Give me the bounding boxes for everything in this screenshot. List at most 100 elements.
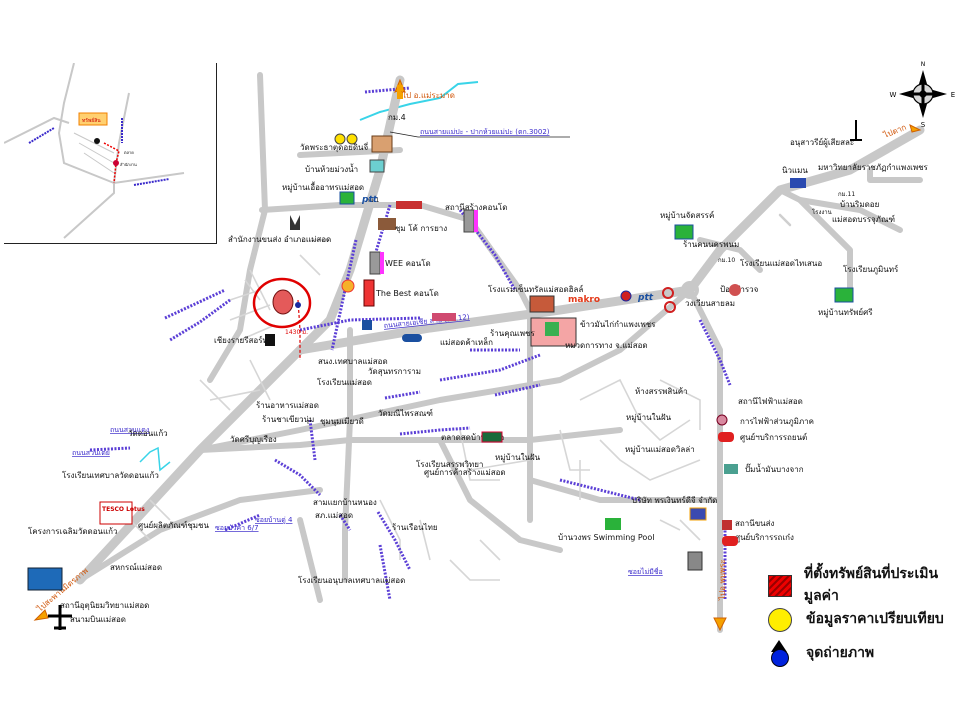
shop-icon	[620, 290, 632, 302]
map-legend: ที่ตั้งทรัพย์สินที่ประเมินมูลค่า ข้อมูลร…	[768, 566, 960, 670]
town-hall-label: สนง.เทศบาลแม่สอด	[318, 357, 388, 366]
km4-label: กม.4	[388, 113, 406, 122]
toyota-icon	[662, 287, 674, 299]
inset-map: ทรัพย์สิน สำนักงาน ตลาด	[3, 57, 217, 244]
condo-construction-label: สถานีสร้างคอนโด	[445, 202, 507, 212]
roundabout-icon	[681, 281, 699, 299]
ptt-logo: ptt	[361, 195, 378, 205]
car-center-label: ศูนย์ฯบริการรถยนต์	[740, 432, 807, 443]
tesco-lotus-icon	[99, 501, 133, 525]
inset-route	[103, 142, 120, 184]
river	[359, 81, 479, 121]
airplane-icon	[48, 605, 72, 630]
nakhon-phanom-shop-label: ร้านคนนครพนม	[683, 240, 739, 249]
temple-icon	[371, 135, 393, 153]
met-station-label: สถานีอุตุนิยมวิทยาแม่สอด	[60, 601, 149, 610]
car-icon	[722, 536, 738, 546]
legend-item-property: ที่ตั้งทรัพย์สินที่ประเมินมูลค่า	[768, 566, 960, 604]
truck-icon	[790, 178, 806, 188]
to-phop-phra-label: ไปอ.พบพระ	[718, 559, 727, 601]
school-mae-sot-label: โรงเรียนแม่สอด	[317, 377, 372, 387]
comparable-point-icon	[346, 133, 358, 145]
property-location[interactable]: 1430 ม.	[252, 277, 312, 360]
phumin-school-label: โรงเรียนภูมินทร์	[843, 264, 899, 275]
transport-office-label: สำนักงานขนส่ง อำเภอแม่สอด	[228, 235, 331, 244]
myawaddy-label: ชุมนุมเมียวดี	[320, 417, 364, 426]
municipal-school-label: โรงเรียนเทศบาลวัดดอนแก้ว	[62, 470, 159, 480]
ban-mae-tao-label: บ้านห้วยม่วงน้ำ	[305, 163, 358, 174]
shopping-center-label: ศูนย์การค้าสร้างแม่สอด	[424, 467, 506, 478]
distance-label: 1430 ม.	[285, 329, 308, 336]
tesco-label: TESCO Lotus	[102, 506, 145, 513]
khao-man-kai-label: ข้าวมันไก่กำแพงเพชร	[580, 320, 656, 329]
north-road-label: ถนนสายแม่ปะ - ปากห้วยแม่ปะ (ตก.3002)	[420, 128, 550, 136]
legend-label: ข้อมูลราคาเปรียบเทียบ	[806, 611, 944, 627]
bus-icon	[396, 201, 422, 209]
inset-marker	[113, 160, 119, 166]
sam-yaek-label: สามแยกบ้านหนอง	[313, 498, 377, 507]
building-icon-accent	[474, 210, 478, 232]
camera-point-icon	[295, 302, 301, 308]
arrow-north-shaft	[397, 85, 403, 99]
monument-icon	[850, 120, 862, 141]
building-icon	[463, 209, 475, 233]
soi-4-label: ถนนสวนแดง	[110, 426, 149, 434]
office-icon	[378, 218, 396, 230]
inset-svg: ทรัพย์สิน สำนักงาน ตลาด	[3, 57, 185, 239]
warehouse-icon	[724, 464, 738, 474]
wee-condo-label: WEE คอนโด	[385, 258, 431, 268]
makro-logo: makro	[568, 295, 600, 305]
wat-mani-label: วัดมณีไพรสณฑ์	[378, 408, 433, 418]
newman-label: นิวแมน	[782, 166, 808, 175]
chiangrai-resort-label: เชียงรายรีสอร์ท	[214, 335, 268, 345]
wat-phra-that-label: วัดพระธาตุดอยดินจี่	[300, 141, 368, 152]
hotel-icon	[529, 295, 555, 313]
pea-icon	[716, 414, 728, 426]
village-sap-si-label: หมู่บ้านทรัพย์ศรี	[818, 307, 873, 318]
km1-label: กม.1	[366, 197, 379, 204]
ban-rim-doi-label: บ้านริมดอย	[840, 200, 879, 209]
arrow-south-icon	[713, 617, 727, 632]
inset-label: สำนักงาน	[120, 162, 137, 167]
km11-label: กม.11	[838, 191, 855, 198]
cho-kan-label: ชุม โค้ การยาง	[395, 223, 447, 233]
inset-property-marker	[94, 138, 100, 144]
village-icon	[834, 287, 854, 303]
soi-3-label: ซอยไม่มีชื่อ	[628, 567, 663, 576]
mae-sot-school-label: โรงเรียนแม่สอดไทเสนอ	[740, 258, 822, 268]
yellow-circle-icon	[768, 605, 796, 633]
lotus-logo-icon	[545, 322, 559, 336]
tesco-icon	[481, 431, 503, 443]
wat-sri-label: วัดศรีบุญเรือง	[230, 435, 277, 444]
legend-label: ที่ตั้งทรัพย์สินที่ประเมินมูลค่า	[803, 566, 939, 604]
monument-label: อนุสาวรีย์ผู้เสียสละ	[790, 137, 854, 148]
police-station-label: สภ.แม่สอด	[315, 511, 353, 520]
arrow-ne-icon	[909, 124, 922, 133]
bus-station-icon	[722, 520, 732, 530]
route-dashed	[297, 299, 301, 360]
compass-rose: N S W E	[890, 61, 956, 129]
compass-s-label: S	[921, 121, 926, 129]
shop-icon	[369, 159, 385, 173]
factory-label: โรงงาน	[812, 208, 832, 216]
wat-don-kaeo-label: วัดดอนแก้ว	[128, 429, 168, 438]
bus-station-label: สถานีขนส่ง	[735, 519, 775, 528]
pea-label: การไฟฟ้าส่วนภูมิภาค	[740, 417, 814, 427]
university-label: มหาวิทยาลัยราชภัฏกำแพงเพชร	[818, 163, 929, 172]
mae-sot-villa-label: หมู่บ้านแม่สอดวิลล่า	[625, 445, 695, 455]
compass-n-label: N	[921, 61, 926, 68]
roundabout-label: วงเวียนสายลม	[685, 299, 735, 308]
photo-point-icon	[768, 639, 796, 667]
project-label: โครงการเฉลิมวัดดอนแก้ว	[28, 526, 118, 536]
school-sanphaya-label: โรงเรียนสรรพวิทยา	[416, 459, 483, 469]
compass-w-label: W	[890, 91, 897, 99]
property-parcel	[272, 289, 294, 315]
river	[139, 446, 171, 472]
building-icon-accent	[380, 252, 384, 274]
legend-label: จุดถ่ายภาพ	[806, 645, 875, 661]
road-network	[75, 72, 925, 633]
company-label: บริษัท พรเงินทร์ดีจี จำกัด	[632, 495, 717, 505]
soi-1-label: ซอยบ้านดู่ 4	[255, 516, 293, 524]
ruean-thai-label: ร้านเรือนไทย	[392, 523, 438, 532]
